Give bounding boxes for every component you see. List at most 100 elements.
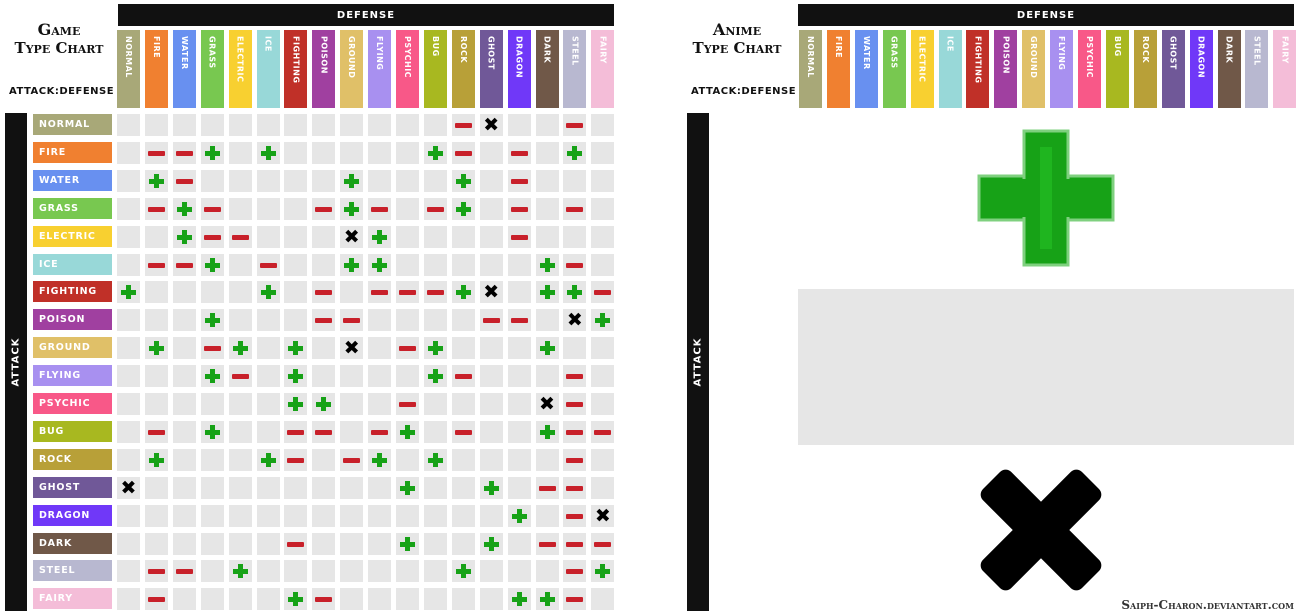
matchup-cell [284, 476, 308, 499]
not-very-effective-icon [144, 253, 168, 276]
not-very-effective-icon [451, 141, 475, 164]
not-very-effective-icon [563, 197, 587, 220]
matchup-cell [172, 281, 196, 304]
anime-col-label: STEEL [1252, 36, 1262, 66]
matchup-cell [172, 476, 196, 499]
not-very-effective-icon [563, 365, 587, 388]
matchup-cell [200, 560, 224, 583]
game-col-label: FAIRY [598, 36, 608, 64]
anime-col-label: DARK [1224, 36, 1234, 64]
game-row-ice: ICE [33, 253, 112, 275]
game-row-rock: ROCK [33, 448, 112, 470]
matchup-cell [591, 197, 615, 220]
matchup-cell [563, 169, 587, 192]
matchup-cell [396, 114, 419, 136]
not-very-effective-icon [396, 393, 419, 415]
game-col-rock: ROCK [451, 30, 475, 108]
not-very-effective-icon [172, 560, 196, 583]
matchup-cell [340, 588, 364, 611]
game-col-label: GHOST [486, 36, 496, 70]
game-col-label: DARK [542, 36, 552, 64]
matchup-cell [117, 169, 140, 192]
matchup-cell [396, 197, 419, 220]
anime-attack-label: ATTACK [692, 337, 704, 387]
super-effective-icon [507, 588, 531, 611]
anime-row-logic-label: Logic [725, 518, 782, 543]
matchup-cell [451, 337, 475, 360]
matchup-cell [423, 114, 447, 136]
game-col-fire: FIRE [144, 30, 168, 108]
matchup-cell [117, 365, 140, 388]
game-row-steel: STEEL [33, 560, 112, 582]
matchup-cell [144, 476, 168, 499]
no-effect-icon: ✖ [535, 393, 559, 415]
matchup-cell [423, 169, 447, 192]
matchup-cell [479, 141, 503, 164]
anime-fog-beams-effect-cell [798, 289, 1294, 445]
super-effective-icon [284, 337, 308, 360]
matchup-cell [256, 588, 280, 611]
anime-col-ghost: GHOST [1161, 30, 1185, 108]
anime-col-fire: FIRE [826, 30, 850, 108]
anime-col-bug: BUG [1105, 30, 1129, 108]
matchup-cell [256, 114, 280, 136]
matchup-cell [451, 476, 475, 499]
matchup-cell [200, 169, 224, 192]
not-very-effective-icon [200, 337, 224, 360]
super-effective-plus-icon [977, 129, 1115, 267]
game-col-fighting: FIGHTING [284, 30, 308, 108]
matchup-cell [423, 253, 447, 276]
matchup-cell [284, 253, 308, 276]
matchup-cell [284, 225, 308, 248]
game-row-fire: FIRE [33, 141, 112, 163]
game-col-label: FIGHTING [291, 36, 301, 84]
anime-defense-label: DEFENSE [1016, 9, 1076, 21]
matchup-cell [172, 309, 196, 332]
super-effective-icon [396, 532, 419, 555]
matchup-cell [144, 365, 168, 388]
not-very-effective-icon [368, 281, 392, 304]
game-row-dragon: DRAGON [33, 504, 112, 526]
anime-col-label: ICE [945, 36, 955, 52]
matchup-cell [535, 225, 559, 248]
super-effective-icon [340, 253, 364, 276]
anime-col-label: DRAGON [1196, 36, 1206, 79]
anime-col-normal: NORMAL [799, 30, 822, 108]
anime-col-fairy: FAIRY [1273, 30, 1297, 108]
super-effective-icon [172, 225, 196, 248]
anime-row-friendship-label: THE POWER OF FRIENDSHIP [723, 175, 784, 221]
matchup-cell [284, 169, 308, 192]
not-very-effective-icon [479, 309, 503, 332]
super-effective-icon [284, 588, 308, 611]
no-effect-icon: ✖ [117, 476, 140, 499]
super-effective-icon [200, 309, 224, 332]
matchup-cell [340, 504, 364, 527]
matchup-cell [535, 504, 559, 527]
super-effective-icon [200, 253, 224, 276]
super-effective-icon [256, 281, 280, 304]
matchup-cell [479, 448, 503, 471]
matchup-cell [451, 225, 475, 248]
matchup-cell [117, 197, 140, 220]
game-col-label: PSYCHIC [403, 36, 412, 79]
matchup-cell [144, 532, 168, 555]
anime-title-line1: Anime [712, 20, 762, 39]
matchup-cell [144, 504, 168, 527]
matchup-cell [591, 365, 615, 388]
anime-row-fog-beams: EXPLODING FOG BEAMS [714, 289, 793, 445]
not-very-effective-icon [563, 253, 587, 276]
matchup-cell [479, 393, 503, 415]
matchup-cell [228, 281, 252, 304]
game-col-flying: FLYING [368, 30, 392, 108]
game-row-electric: ELECTRIC [33, 225, 112, 247]
super-effective-icon [228, 560, 252, 583]
super-effective-icon [200, 420, 224, 443]
matchup-cell [368, 365, 392, 388]
game-row-fighting: FIGHTING [33, 281, 112, 303]
not-very-effective-icon [451, 365, 475, 388]
anime-col-label: FAIRY [1280, 36, 1290, 64]
game-col-fairy: FAIRY [591, 30, 615, 108]
matchup-cell [507, 114, 531, 136]
super-effective-icon [591, 560, 615, 583]
super-effective-icon [423, 337, 447, 360]
